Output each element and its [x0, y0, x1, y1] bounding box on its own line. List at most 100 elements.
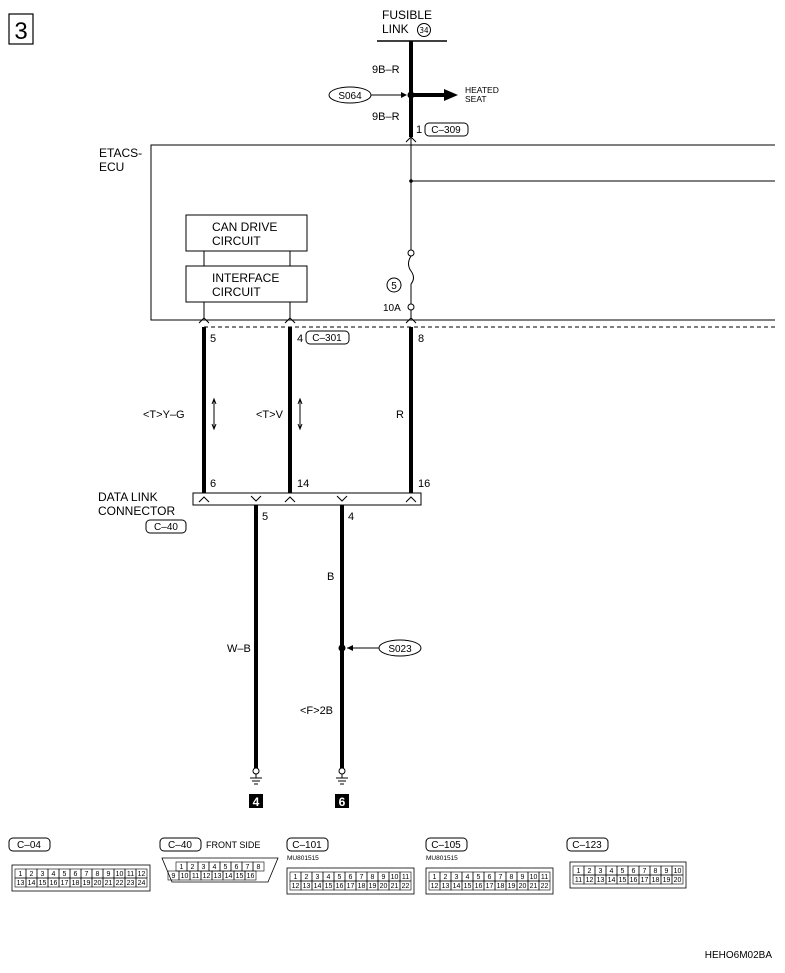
connector-pin-cell — [135, 877, 148, 888]
connector-pin-number: 1 — [180, 864, 184, 871]
ecu-pin-a: 5 — [210, 333, 216, 345]
dlc-top-pin-c: 16 — [418, 478, 430, 490]
page-number: 3 — [14, 18, 27, 45]
connector-pin-number: 12 — [203, 873, 211, 880]
etacs-ecu-outline — [150, 144, 775, 321]
connector-view-c04-label: C–04 — [17, 840, 41, 851]
connector-view-c101-label-box — [286, 837, 329, 852]
connector-pin-number: 8 — [257, 864, 261, 871]
connector-pin-number: 21 — [391, 883, 399, 890]
data-link-connector-box — [192, 492, 422, 506]
heated-seat-label-line2: SEAT — [465, 94, 487, 104]
connector-pin-number: 3 — [599, 868, 603, 875]
splice-s023-arrowhead — [347, 645, 353, 651]
connector-pin-number: 1 — [294, 874, 298, 881]
fuse-element — [408, 255, 414, 285]
splice-s064-label: S064 — [338, 91, 362, 102]
connector-pin-cell — [252, 861, 265, 872]
power-wire-bottom-label: 9B–R — [372, 111, 400, 123]
connector-pin-number: 16 — [475, 883, 483, 890]
ground-left-number: 4 — [253, 795, 260, 809]
connector-c40-box — [145, 519, 187, 534]
connector-pin-number: 9 — [107, 871, 111, 878]
connector-pin-number: 5 — [338, 874, 342, 881]
connector-pin-number: 12 — [586, 877, 594, 884]
wire-w-b-label: W–B — [227, 643, 251, 655]
connector-pin-number: 6 — [488, 874, 492, 881]
connector-pin-number: 10 — [116, 871, 124, 878]
connector-pin-number: 7 — [85, 871, 89, 878]
wire-y-g-label: <T>Y–G — [143, 409, 185, 421]
connector-pin-number: 11 — [541, 874, 548, 881]
connector-pin-number: 3 — [202, 864, 206, 871]
ecu-pin-b: 4 — [297, 333, 303, 345]
fuse-number: 5 — [391, 281, 397, 292]
page-number-box — [8, 13, 34, 45]
heated-seat-label-line1: HEATED — [465, 85, 499, 95]
connector-pin-number: 14 — [28, 880, 36, 887]
connector-pin-cell — [244, 870, 257, 881]
connector-pin-number: 6 — [235, 864, 239, 871]
connector-pin-number: 13 — [597, 877, 605, 884]
dlc-terminal-pin5 — [250, 495, 262, 502]
splice-s064-arrowhead — [401, 92, 407, 98]
power-wire-top-label: 9B–R — [372, 64, 400, 76]
ecu-terminal-pin4 — [284, 317, 296, 324]
connector-pin-number: 22 — [541, 883, 549, 890]
connector-pin-number: 3 — [41, 871, 45, 878]
ground-right-terminal — [338, 767, 346, 775]
connector-pin-number: 12 — [292, 883, 300, 890]
connector-pin-number: 2 — [305, 874, 309, 881]
ground-left-terminal — [252, 767, 260, 775]
connector-pin-number: 13 — [214, 873, 222, 880]
connector-pin-number: 10 — [181, 873, 189, 880]
can-arrow-right-up-icon — [297, 397, 303, 405]
connector-pin-number: 4 — [466, 874, 470, 881]
connector-pin-number: 3 — [316, 874, 320, 881]
connector-pin-number: 24 — [138, 880, 146, 887]
connector-pin-number: 15 — [236, 873, 244, 880]
connector-pin-number: 4 — [327, 874, 331, 881]
connector-pin-number: 17 — [61, 880, 69, 887]
connector-pin-cell — [399, 880, 412, 891]
connector-pin-number: 16 — [630, 877, 638, 884]
dlc-label-line1: DATA LINK — [98, 490, 158, 504]
connector-pin-number: 1 — [19, 871, 23, 878]
ecu-pin-c: 8 — [418, 333, 424, 345]
connector-pin-number: 19 — [508, 883, 516, 890]
connector-pin-number: 10 — [674, 868, 682, 875]
connector-pin-number: 7 — [499, 874, 503, 881]
connector-pin-number: 18 — [72, 880, 80, 887]
connector-pin-number: 3 — [455, 874, 459, 881]
connector-pin-number: 13 — [303, 883, 311, 890]
can-arrow-left-up-icon — [211, 397, 217, 405]
fusible-link-number-circle — [417, 23, 431, 37]
connector-pin-number: 8 — [371, 874, 375, 881]
connector-pin-number: 5 — [224, 864, 228, 871]
can-arrow-right-down-icon — [297, 423, 303, 431]
interface-circuit-line2: CIRCUIT — [212, 285, 261, 299]
dlc-bottom-pin-b: 4 — [348, 511, 354, 523]
connector-pin-number: 10 — [391, 874, 399, 881]
ground-right-number: 6 — [339, 795, 346, 809]
dlc-terminal-pin4 — [336, 495, 348, 502]
connector-pin-number: 20 — [674, 877, 682, 884]
connector-pin-number: 7 — [643, 868, 647, 875]
connector-pin-cell — [671, 874, 684, 885]
can-arrow-left-down-icon — [211, 423, 217, 431]
connector-view-c04-label-box — [8, 837, 51, 852]
connector-pin-number: 13 — [17, 880, 25, 887]
connector-view-c123-label-box — [566, 837, 609, 852]
dlc-terminal-pin6 — [198, 496, 210, 503]
connector-view-c40-label: C–40 — [168, 840, 192, 851]
connector-c301-label: C–301 — [312, 333, 342, 344]
connector-pin-number: 14 — [225, 873, 233, 880]
connector-pin-number: 1 — [433, 874, 437, 881]
connector-pin-number: 6 — [632, 868, 636, 875]
ecu-terminal-pin1 — [405, 136, 417, 143]
fuse-terminal-bottom — [407, 303, 415, 311]
fusible-link-number: 34 — [419, 26, 429, 35]
